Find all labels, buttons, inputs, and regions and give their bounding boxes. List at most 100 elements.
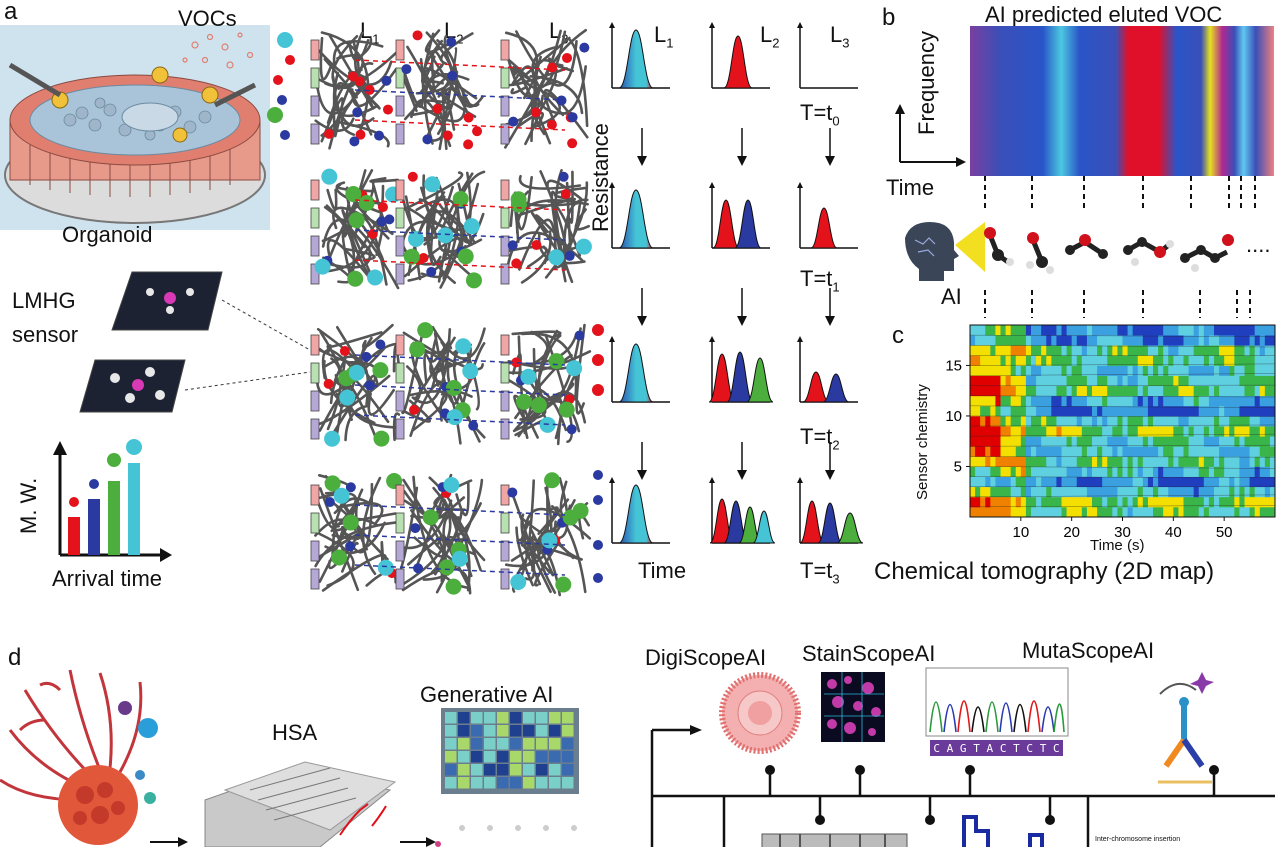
heatmap-cell [1046, 496, 1052, 508]
heatmap-cell [1097, 436, 1103, 447]
grid-cell [523, 725, 535, 737]
heatmap-cell [1254, 385, 1261, 397]
heatmap-cell [1183, 355, 1189, 366]
heatmap-cell [1153, 496, 1159, 508]
heatmap-cell [1020, 385, 1027, 397]
electrode [310, 540, 320, 562]
heatmap-cell [1020, 466, 1027, 477]
heatmap-cell [1015, 446, 1022, 457]
heatmap-cell [1142, 345, 1149, 356]
heatmap-cell [1208, 405, 1215, 417]
heatmap-cell [1219, 466, 1225, 477]
heatmap-cell [1158, 335, 1164, 346]
heatmap-cell [1158, 325, 1164, 336]
heatmap-cell [1259, 496, 1266, 508]
heatmap-cell [1127, 486, 1134, 498]
heatmap-cell [1208, 415, 1215, 427]
heatmap-cell [1137, 345, 1144, 356]
heatmap-cell [1056, 395, 1062, 407]
heatmap-cell [1071, 385, 1078, 397]
heatmap-cell [1051, 486, 1057, 498]
heatmap-cell [1147, 325, 1154, 336]
heatmap-cell [1269, 375, 1276, 387]
voc-molecule [443, 477, 460, 494]
heatmap-cell [990, 506, 996, 518]
voc-molecule [516, 393, 533, 410]
heatmap-cell [1214, 325, 1220, 336]
heatmap-cell [1208, 345, 1215, 356]
heatmap-cell [1147, 446, 1154, 457]
heatmap-cell [1224, 415, 1230, 427]
heatmap-cell [1107, 436, 1113, 447]
heatmap-cell [1259, 405, 1266, 417]
grid-cell [536, 725, 548, 737]
heatmap-cell [1097, 385, 1103, 397]
heatmap-cell [1112, 436, 1118, 447]
heatmap-cell [975, 385, 981, 397]
heatmap-cell [1183, 426, 1189, 437]
escaping-molecule [593, 495, 603, 505]
heatmap-cell [1066, 355, 1073, 366]
heatmap-cell [1153, 486, 1159, 498]
panel-b-title: AI predicted eluted VOC [985, 2, 1223, 27]
heatmap-cell [1122, 456, 1128, 467]
fiber-block [395, 322, 486, 445]
heatmap-cell [1132, 496, 1139, 508]
heatmap-cell [1051, 436, 1057, 447]
voc-molecule [354, 76, 365, 87]
heatmap-cell [1153, 476, 1159, 488]
heatmap-cell [1142, 446, 1149, 457]
heatmap-cell [1193, 466, 1200, 477]
incoming-molecule [277, 32, 293, 48]
heatmap-cell [1056, 436, 1062, 447]
grid-cell [445, 777, 457, 789]
heatmap-cell [1127, 365, 1134, 376]
heatmap-cell [975, 325, 981, 336]
heatmap-cell [980, 405, 986, 417]
heatmap-cell [1264, 395, 1271, 407]
heatmap-cell [1168, 365, 1174, 376]
heatmap-cell [1254, 335, 1261, 346]
heatmap-cell [1158, 486, 1164, 498]
electrode [395, 362, 405, 384]
x-tick-label: 40 [1165, 524, 1182, 541]
heatmap-cell [1041, 436, 1047, 447]
heatmap-cell [1264, 335, 1271, 346]
voc-molecule [447, 70, 458, 81]
heatmap-cell [980, 335, 986, 346]
heatmap-cell [1097, 395, 1103, 407]
interaction-dash [354, 259, 566, 271]
heatmap-cell [1046, 385, 1052, 397]
heatmap-cell [1051, 476, 1057, 488]
heatmap-cell [1208, 355, 1215, 366]
heatmap-cell [1031, 415, 1037, 427]
heatmap-cell [970, 405, 976, 417]
heatmap-cell [1086, 476, 1093, 488]
voc-molecule [511, 258, 522, 269]
heatmap-cell [970, 456, 976, 467]
heatmap-cell [1147, 335, 1154, 346]
heatmap-cell [1071, 395, 1078, 407]
heatmap-cell [1000, 325, 1006, 336]
voc-molecule [558, 171, 569, 182]
heatmap-cell [1249, 375, 1256, 387]
heatmap-cell [1137, 405, 1144, 417]
heatmap-cell [1046, 476, 1052, 488]
voc-molecule [446, 36, 457, 47]
heatmap-cell [1025, 345, 1032, 356]
heatmap-cell [1086, 446, 1093, 457]
heatmap-cell [1132, 365, 1139, 376]
heatmap-cell [1015, 466, 1022, 477]
heatmap-cell [1000, 365, 1006, 376]
heatmap-cell [1168, 456, 1174, 467]
heatmap-cell [1183, 496, 1189, 508]
heatmap-cell [1249, 486, 1256, 498]
electrode [310, 39, 320, 61]
heatmap-cell [1031, 436, 1037, 447]
voc-molecule [520, 368, 537, 385]
heatmap-cell [1081, 385, 1088, 397]
heatmap-cell [1031, 395, 1037, 407]
heatmap-cell [995, 375, 1001, 387]
heatmap-cell [1066, 506, 1073, 518]
heatmap-cell [1158, 426, 1164, 437]
